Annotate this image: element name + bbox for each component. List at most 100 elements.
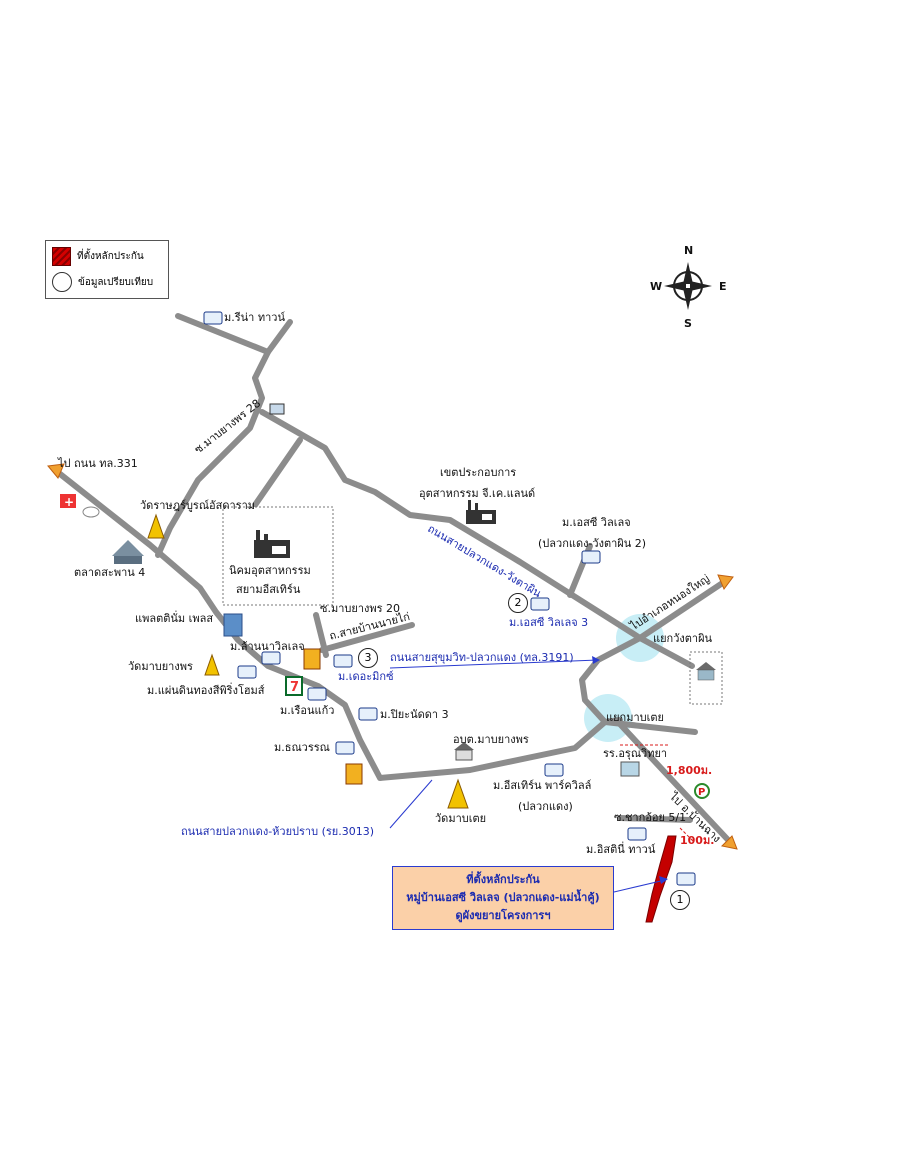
legend-swatch-site [52,247,71,266]
label-obt-mabyangporn: อบต.มาบยางพร [453,733,529,746]
legend-row-site: ที่ตั้งหลักประกัน [52,247,144,266]
school-icon [620,761,640,777]
hospital-icon [60,494,76,508]
government-building-icon [454,742,474,761]
logo-icon [82,506,100,518]
seven-eleven-icon [285,676,303,696]
village-icons [203,311,696,886]
legend: ที่ตั้งหลักประกัน ข้อมูลเปรียบเทียบ [45,240,169,299]
building-icon-wangtaphin [696,662,716,681]
road-3191 [579,579,727,725]
factory-icon-jk [466,500,496,524]
label-distance-100: 100ม. [680,834,715,847]
temple-icons [147,513,469,809]
label-eastern-paradise-1: ม.อีสเทิร์น พาร์ควิลล์ [493,779,592,792]
compass-w: W [650,280,663,293]
temple-icon [204,653,220,676]
bus-icon [269,403,285,415]
wangtaphin-marker-box [689,651,723,705]
village-icon [676,872,696,886]
arrow-to-331 [47,463,65,479]
road-to-331 [52,467,623,781]
arrow-to-nong-yai [717,574,734,590]
label-lanna-village: ม.ล้านนาวิลเลจ [230,640,305,653]
factory-icon [254,530,290,558]
temple-icon [147,513,165,539]
label-ind-estate-2: สยามอีสเทิร์น [236,583,301,596]
comparable-marker-2: 2 [508,593,528,613]
label-sc-village-2: (ปลวกแดง-วังตาผิน 2) [538,537,647,550]
label-yaek-wangtaphin: แยกวังตาผิน [653,632,713,645]
store-icon [303,648,321,670]
label-piya-nadda: ม.ปิยะนัดดา 3 [380,708,449,721]
pointer-site-head [659,876,668,884]
village-icon [335,741,355,755]
seven-eleven-symbol: 7 [290,680,299,695]
label-rina-town: ม.รีน่า ทาวน์ [224,311,285,324]
label-sc-village-1: ม.เอสซี วิลเลจ [562,516,631,529]
temple-icon [447,778,469,809]
ptt-symbol: P [698,787,705,798]
arrow-to-ban-chang [720,835,738,850]
label-thanawan: ม.ธณวรรณ [274,741,330,754]
compass-s: S [684,317,692,330]
road-chak-oi [617,815,693,823]
label-ruan-kaew: ม.เรือนแก้ว [280,704,335,717]
distance-line-100 [679,827,695,843]
legend-swatch-comparables [52,272,72,292]
village-icon [581,550,601,564]
pointer-3191 [389,659,599,669]
label-wat-mabyangporn: วัดมาบยางพร [128,660,193,673]
village-icon [261,651,281,665]
road-to-ban-chang [615,719,733,845]
ptt-station-icon [694,783,710,799]
label-soi-mabyangporn-20: ซ.มาบยางพร 20 [320,602,401,615]
label-the-mix: ม.เดอะมิกซ์ [338,670,394,683]
village-icon [358,707,378,721]
pointer-3013 [389,779,433,829]
callout-line-3: ดูผังขยายโครงการฯ [455,909,551,922]
village-icon [333,654,353,668]
road-network [52,313,733,845]
label-road-3013: ถนนสายปลวกแดง-ห้วยปราบ (รย.3013) [181,825,375,838]
label-school: รร.อรุณวิทยา [603,747,668,760]
pointer-3191-head [592,656,600,664]
callout-line-2: หมู่บ้านเอสซี วิลเลจ (ปลวกแดง-แม่น้ำคู้) [406,891,600,904]
market-icon [112,540,144,564]
blue-pointers [389,659,666,893]
label-wat-rat-buran: วัดราษฎร์บูรณ์อัสดาราม [140,499,256,512]
legend-label-comparables: ข้อมูลเปรียบเทียบ [78,276,154,288]
village-icon [203,311,223,325]
label-eastern-paradise-2: (ปลวกแดง) [518,800,573,813]
village-icon [237,665,257,679]
label-road-3191: ถนนสายสุขุมวิท-ปลวกแดง (ทล.3191) [390,651,574,664]
store-icon [345,763,363,785]
village-icon [307,687,327,701]
village-icon [627,827,647,841]
label-talad-saphan-4: ตลาดสะพาน 4 [74,566,146,579]
label-platinum-place: แพลตตินั่ม เพลส [135,612,214,625]
label-phaendin-thong: ม.แผ่นดินทองสีพิริ่งโฮมส์ [147,684,265,697]
road-mabyangporn-28 [155,349,271,558]
compass-e: E [719,280,727,293]
legend-label-site: ที่ตั้งหลักประกัน [77,251,144,262]
village-icon [544,763,564,777]
compass-rose [664,262,712,310]
label-wat-mab-toey: วัดมาบเตย [435,812,487,825]
legend-row-comparables: ข้อมูลเปรียบเทียบ [52,272,153,292]
callout-line-1: ที่ตั้งหลักประกัน [466,873,540,886]
project-site-callout: ที่ตั้งหลักประกัน หมู่บ้านเอสซี วิลเลจ (… [392,866,614,930]
label-jk-land-1: เขตประกอบการ [440,466,517,479]
platinum-building-icon [223,613,243,637]
village-icon [530,597,550,611]
hospital-cross: + [64,495,74,509]
label-yaek-mab-toey: แยกมาบเตย [606,711,664,724]
road-pluakdaeng-wangtaphin [259,409,695,669]
label-estini-town: ม.อิสตินี่ ทาวน์ [586,843,656,856]
comparable-marker-1: 1 [670,890,690,910]
label-ind-estate-1: นิคมอุตสาหกรรม [229,564,311,577]
label-distance-1800: 1,800ม. [666,764,713,777]
pointer-site [613,879,666,893]
label-to-road-331: ไป ถนน ทล.331 [58,457,138,470]
